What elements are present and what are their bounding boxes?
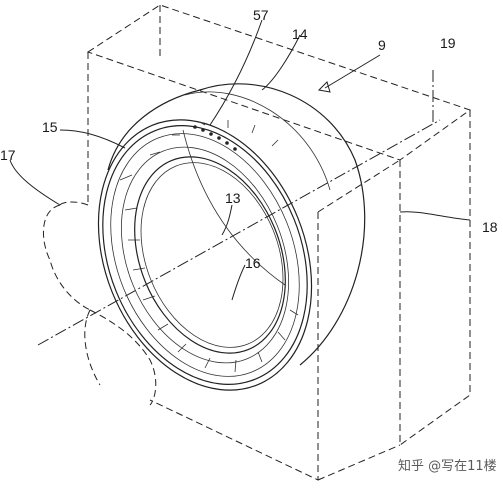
center-axis <box>37 70 441 346</box>
label-16: 16 <box>245 255 261 271</box>
leader-lines <box>9 19 471 301</box>
label-19: 19 <box>440 35 456 51</box>
roller-cage <box>110 120 300 377</box>
phantom-shaft <box>42 201 157 406</box>
label-9: 9 <box>378 37 386 53</box>
label-13: 13 <box>225 190 241 206</box>
label-15: 15 <box>42 119 58 135</box>
watermark-text: 知乎 @写在11楼 <box>398 458 497 474</box>
label-14: 14 <box>292 26 308 42</box>
phantom-housing-box <box>86 4 472 481</box>
inner-ring <box>134 156 286 354</box>
outer-ring <box>97 83 366 391</box>
sensor-holes <box>193 125 237 151</box>
label-57: 57 <box>253 7 269 23</box>
label-17: 17 <box>0 147 16 163</box>
label-18: 18 <box>482 219 498 235</box>
